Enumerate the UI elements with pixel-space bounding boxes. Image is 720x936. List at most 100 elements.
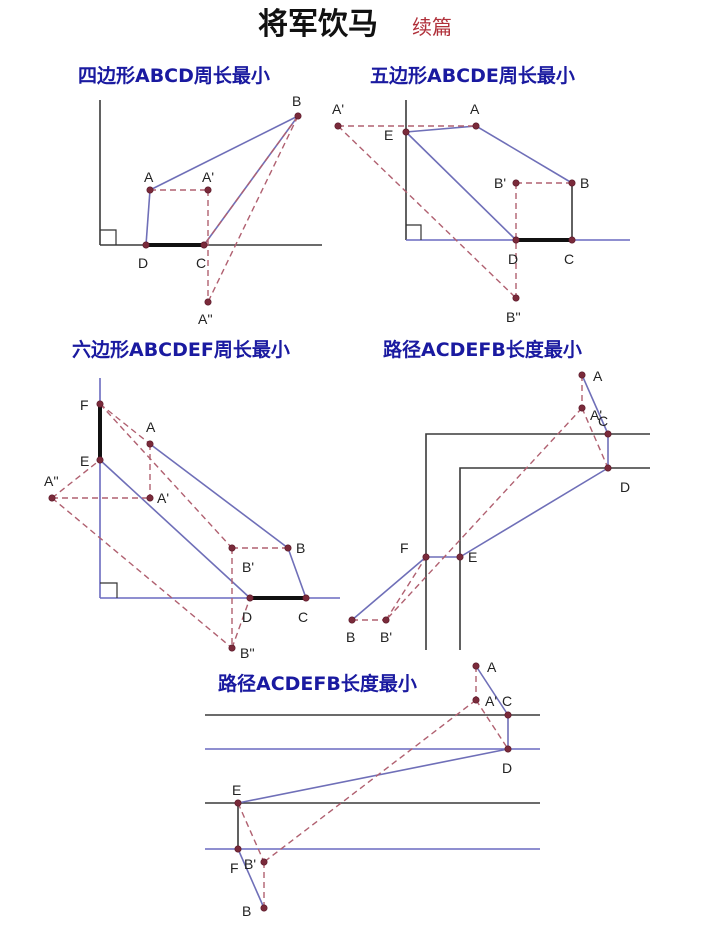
caption-pentagon: 五边形ABCDE周长最小 — [370, 65, 575, 87]
segment-de — [459, 467, 609, 558]
point-b — [568, 179, 576, 187]
point-c — [568, 236, 576, 244]
segment-ea — [405, 125, 477, 133]
segment-fb — [237, 848, 265, 909]
point-d — [604, 464, 612, 472]
segment-ab — [149, 443, 289, 549]
right-angle-mark — [406, 224, 422, 240]
label-d: D — [508, 251, 518, 267]
dashed-f-a — [99, 403, 151, 445]
label-b-prime: B' — [244, 856, 256, 872]
label-a-double-prime: A'' — [44, 473, 59, 489]
label-b-double-prime: B'' — [506, 309, 521, 325]
caption-quadrilateral: 四边形ABCD周长最小 — [78, 65, 270, 87]
point-f — [422, 553, 430, 561]
dashed-a1-b1 — [385, 407, 583, 621]
label-c: C — [598, 413, 608, 429]
caption-path-2: 路径ACDEFB长度最小 — [218, 672, 417, 695]
point-b-prime — [228, 544, 236, 552]
point-e — [402, 128, 410, 136]
point-a-prime — [578, 404, 586, 412]
dashed-a2-b2 — [51, 497, 233, 649]
label-c: C — [564, 251, 574, 267]
label-d: D — [502, 760, 512, 776]
point-d — [142, 241, 150, 249]
point-d — [504, 745, 512, 753]
dashed-a1-d — [581, 407, 609, 469]
point-a — [146, 186, 154, 194]
point-c — [604, 430, 612, 438]
segment-ed — [99, 459, 251, 599]
label-d: D — [620, 479, 630, 495]
label-a: A — [146, 419, 156, 435]
label-b: B — [580, 175, 589, 191]
caption-hexagon: 六边形ABCDEF周长最小 — [72, 338, 290, 361]
dashed-b1-f — [385, 556, 427, 621]
label-a-prime: A' — [485, 693, 497, 709]
point-b — [294, 112, 302, 120]
river-inner-edge — [459, 467, 650, 650]
label-a-prime: A' — [202, 169, 214, 185]
point-b-prime — [512, 179, 520, 187]
label-f: F — [80, 397, 89, 413]
label-a: A — [593, 368, 603, 384]
segment-bc — [287, 547, 307, 599]
label-e: E — [384, 127, 393, 143]
point-b — [260, 904, 268, 912]
point-a — [578, 371, 586, 379]
point-f — [234, 845, 242, 853]
label-a-prime: A' — [590, 407, 602, 423]
label-a: A — [487, 659, 497, 675]
dashed-f-b1 — [99, 403, 233, 549]
segment-fb — [351, 556, 427, 621]
segment-ed — [405, 131, 517, 241]
point-b-double-prime — [228, 644, 236, 652]
figure-path-corner: A A' C D E F B B' — [346, 368, 650, 650]
point-a — [472, 662, 480, 670]
label-c: C — [298, 609, 308, 625]
figure-path-parallel: A A' C D E F B' B — [205, 659, 540, 919]
label-d: D — [138, 255, 148, 271]
right-angle-mark — [100, 582, 118, 598]
label-e: E — [80, 453, 89, 469]
point-b-prime — [260, 858, 268, 866]
label-b-double-prime: B'' — [240, 645, 255, 661]
label-e: E — [232, 782, 241, 798]
label-f: F — [230, 860, 239, 876]
point-a — [472, 122, 480, 130]
segment-ab — [475, 125, 573, 184]
dashed-e-b1 — [237, 802, 265, 863]
label-a-prime: A' — [332, 101, 344, 117]
label-b: B — [346, 629, 355, 645]
point-e — [234, 799, 242, 807]
label-a: A — [470, 101, 480, 117]
label-d: D — [242, 609, 252, 625]
point-a-prime — [472, 696, 480, 704]
point-c — [302, 594, 310, 602]
label-c: C — [196, 255, 206, 271]
figure-quadrilateral: A B D C A' A'' — [99, 93, 322, 327]
caption-path-1: 路径ACDEFB长度最小 — [383, 338, 582, 361]
point-a-prime — [204, 186, 212, 194]
point-d — [246, 594, 254, 602]
label-b-prime: B' — [242, 559, 254, 575]
page-title: 将军饮马 — [258, 7, 378, 42]
figure-pentagon: A' A E B B' D C B'' — [332, 100, 630, 325]
point-f — [96, 400, 104, 408]
dashed-b-a2 — [207, 115, 299, 303]
dashed-a1-b2 — [337, 125, 517, 299]
point-a-double-prime — [204, 298, 212, 306]
point-d — [512, 236, 520, 244]
right-angle-mark — [100, 229, 117, 245]
point-b — [348, 616, 356, 624]
label-f: F — [400, 540, 409, 556]
dashed-b-c — [203, 115, 299, 246]
label-a-double-prime: A'' — [198, 311, 213, 327]
point-c — [504, 711, 512, 719]
point-a-prime — [146, 494, 154, 502]
segment-ab — [149, 115, 299, 191]
point-a — [146, 440, 154, 448]
label-a: A — [144, 169, 154, 185]
segment-de — [237, 748, 509, 804]
label-b: B — [292, 93, 301, 109]
